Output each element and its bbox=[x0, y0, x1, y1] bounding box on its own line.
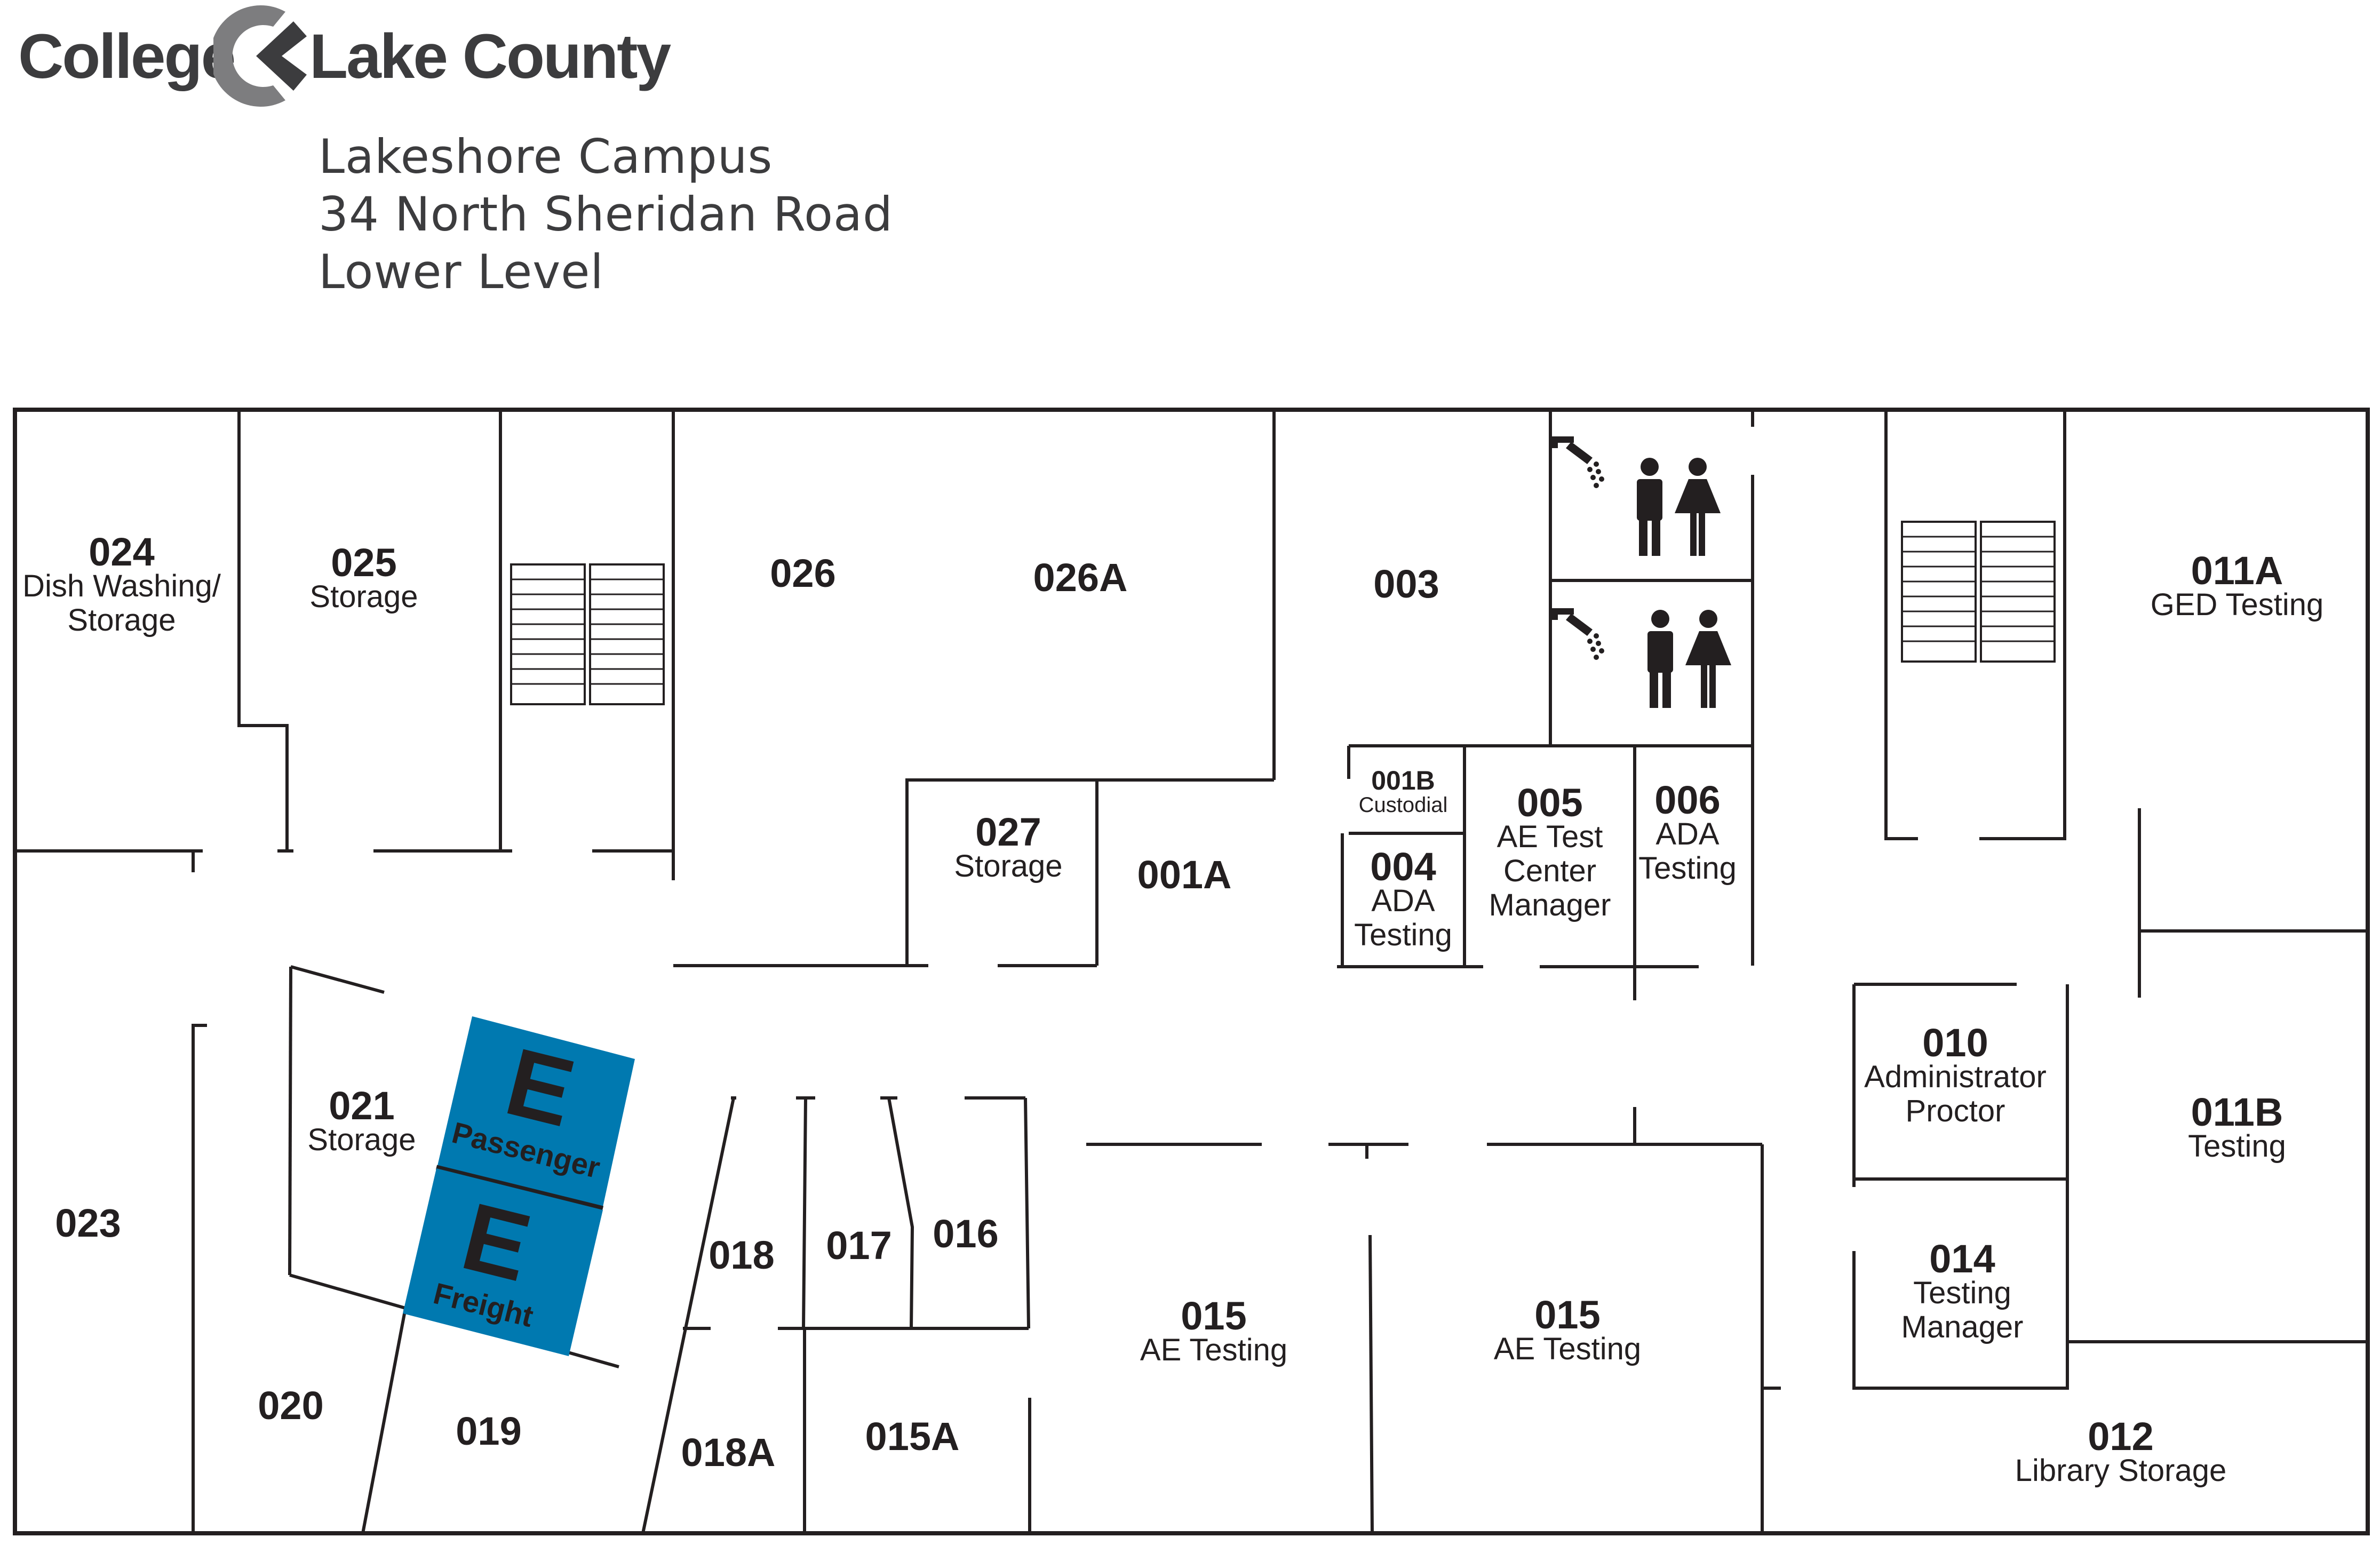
room-number-r011a: 011A bbox=[2191, 548, 2283, 593]
room-number-r014: 014 bbox=[1929, 1237, 1995, 1281]
room-label-r015e: AE Testing bbox=[1494, 1332, 1641, 1366]
room-number-r016: 016 bbox=[933, 1212, 998, 1256]
room-label-r012: Library Storage bbox=[2015, 1453, 2227, 1488]
logo-lake-county-text: Lake County bbox=[309, 21, 671, 92]
room-number-r018: 018 bbox=[709, 1233, 774, 1277]
college-logo-icon bbox=[213, 5, 307, 107]
room-label-r006: Testing bbox=[1638, 851, 1737, 886]
room-number-r010: 010 bbox=[1922, 1021, 1988, 1065]
room-number-r026a: 026A bbox=[1033, 555, 1128, 600]
room-label-r024: Dish Washing/ bbox=[22, 569, 221, 603]
room-number-r015w: 015 bbox=[1181, 1294, 1246, 1338]
room-number-r018a: 018A bbox=[681, 1430, 776, 1475]
room-label-r011a: GED Testing bbox=[2151, 587, 2324, 622]
elevator-freight: E Freight bbox=[403, 1168, 603, 1356]
room-label-r014: Manager bbox=[1901, 1310, 2024, 1344]
elevator-passenger: E Freight Passenger bbox=[437, 1016, 635, 1207]
room-number-r015a: 015A bbox=[865, 1414, 960, 1459]
room-number-r006: 006 bbox=[1654, 778, 1720, 822]
room-number-r020: 020 bbox=[258, 1383, 323, 1428]
room-label-r024: Storage bbox=[67, 603, 176, 638]
room-label-r014: Testing bbox=[1913, 1276, 2011, 1310]
room-label-r011b: Testing bbox=[2188, 1129, 2286, 1164]
room-number-r021: 021 bbox=[329, 1084, 394, 1128]
room-number-r017: 017 bbox=[826, 1223, 891, 1268]
room-number-r027: 027 bbox=[975, 810, 1041, 854]
room-number-r015e: 015 bbox=[1534, 1293, 1600, 1337]
restroom-icon bbox=[1637, 458, 1721, 556]
room-number-r011b: 011B bbox=[2191, 1090, 2283, 1134]
room-label-r005: Manager bbox=[1489, 888, 1611, 922]
room-label-r010: Proctor bbox=[1906, 1094, 2005, 1128]
room-number-r004: 004 bbox=[1370, 845, 1436, 889]
stairs-icon bbox=[1901, 521, 2056, 663]
building-walls bbox=[13, 408, 2370, 1535]
room-number-r026: 026 bbox=[770, 551, 835, 595]
room-number-r001b: 001B bbox=[1371, 766, 1435, 795]
room-label-r006: ADA bbox=[1655, 817, 1720, 851]
room-number-r019: 019 bbox=[456, 1409, 521, 1453]
room-label-r021: Storage bbox=[307, 1122, 416, 1157]
stairs-icon bbox=[510, 563, 665, 705]
room-number-r025: 025 bbox=[331, 540, 396, 585]
room-label-r027: Storage bbox=[954, 849, 1062, 883]
room-number-r023: 023 bbox=[55, 1201, 121, 1245]
room-label-r004: ADA bbox=[1371, 883, 1435, 918]
room-number-r024: 024 bbox=[89, 530, 154, 574]
campus-name: Lakeshore Campus bbox=[319, 129, 773, 184]
shower-icon bbox=[1551, 436, 1604, 488]
room-label-r005: AE Test bbox=[1497, 819, 1603, 854]
room-number-r001a: 001A bbox=[1137, 853, 1232, 897]
room-label-r025: Storage bbox=[309, 579, 418, 614]
room-label-r004: Testing bbox=[1354, 918, 1452, 952]
floor-level: Lower Level bbox=[319, 244, 604, 299]
shower-icon bbox=[1551, 608, 1604, 660]
logo-college-text: College bbox=[18, 21, 236, 92]
restroom-icon bbox=[1647, 610, 1731, 708]
room-label-r010: Administrator bbox=[1864, 1060, 2047, 1094]
room-label-r015w: AE Testing bbox=[1140, 1333, 1287, 1367]
room-number-r005: 005 bbox=[1517, 781, 1582, 825]
room-number-r012: 012 bbox=[2088, 1414, 2153, 1459]
room-label-r001b: Custodial bbox=[1359, 793, 1448, 817]
street-address: 34 North Sheridan Road bbox=[319, 187, 893, 242]
room-number-r003: 003 bbox=[1373, 562, 1439, 606]
room-label-r005: Center bbox=[1503, 854, 1596, 888]
